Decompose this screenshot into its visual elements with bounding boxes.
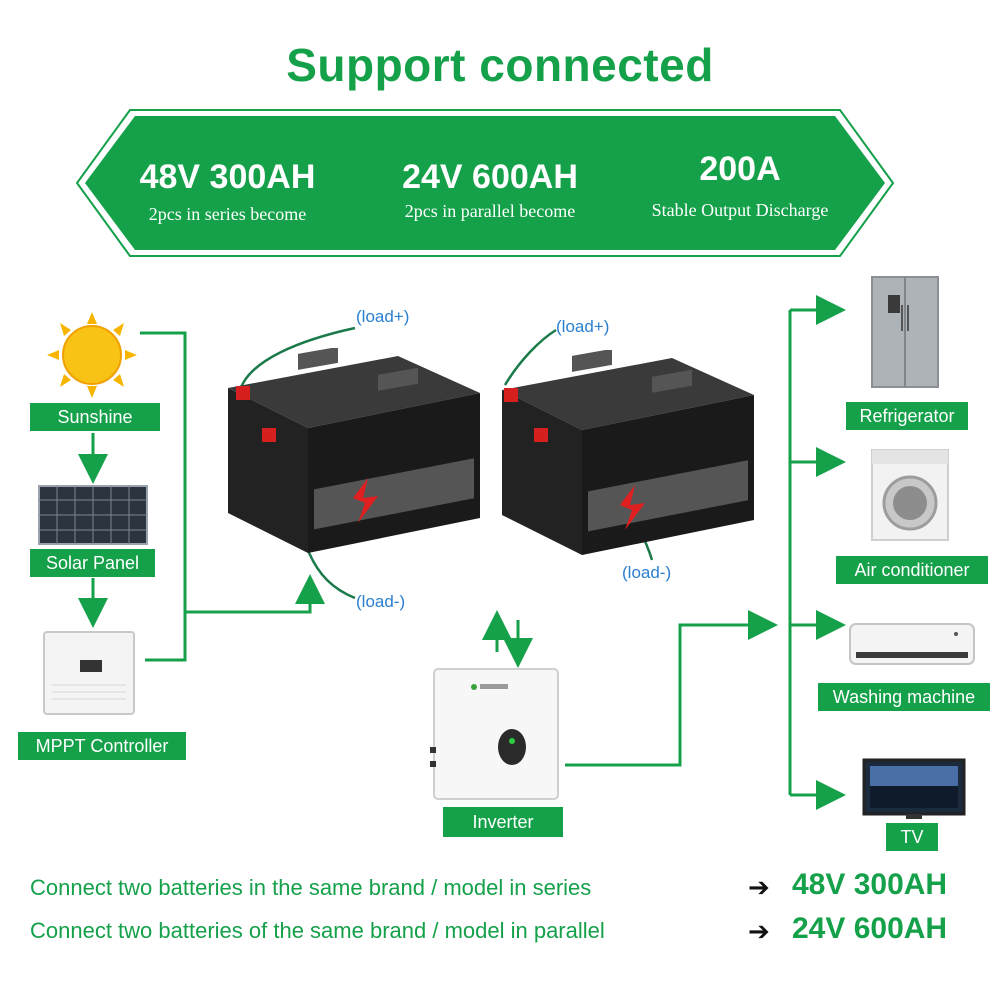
page-title: Support connected [286, 39, 714, 91]
arrow-right-icon: ➔ [748, 872, 770, 902]
footer-parallel-text: Connect two batteries of the same brand … [30, 918, 605, 943]
load-plus-left-label: (load+) [356, 307, 410, 326]
battery-pack-parallel-icon [502, 350, 754, 555]
washing-machine-icon [871, 449, 949, 541]
solar-panel-icon [38, 485, 148, 545]
footer-parallel-value: 24V 600AH [792, 912, 948, 945]
solar-panel-label: Solar Panel [30, 549, 155, 577]
arrow-right-icon: ➔ [748, 916, 770, 946]
footer-series-text: Connect two batteries in the same brand … [30, 875, 592, 900]
washing-machine-label: Washing machine [818, 683, 990, 711]
refrigerator-icon [871, 276, 939, 388]
mppt-controller-label: MPPT Controller [18, 732, 186, 760]
spec-banner [75, 108, 895, 258]
load-minus-right-label: (load-) [622, 563, 672, 582]
tv-label: TV [886, 823, 938, 851]
tv-icon [862, 758, 966, 819]
battery-pack-series-icon [228, 348, 480, 553]
spec-desc-discharge: Stable Output Discharge [651, 200, 829, 220]
spec-value-discharge: 200A [699, 150, 781, 188]
inverter-icon [430, 668, 559, 800]
footer-series-value: 48V 300AH [792, 868, 948, 901]
inverter-label: Inverter [443, 807, 563, 837]
banner-shape [75, 109, 895, 257]
load-minus-left-label: (load-) [356, 592, 406, 611]
spec-desc-parallel: 2pcs in parallel become [404, 201, 576, 221]
sunshine-label: Sunshine [30, 403, 160, 431]
load-plus-right-label: (load+) [556, 317, 610, 336]
refrigerator-label: Refrigerator [846, 402, 968, 430]
sun-icon [47, 312, 137, 398]
air-conditioner-label: Air conditioner [836, 556, 988, 584]
air-conditioner-icon [849, 623, 975, 665]
spec-value-series: 48V 300AH [139, 158, 316, 196]
spec-desc-series: 2pcs in series become [148, 204, 307, 224]
mppt-controller-icon [43, 631, 135, 715]
spec-value-parallel: 24V 600AH [402, 158, 578, 196]
